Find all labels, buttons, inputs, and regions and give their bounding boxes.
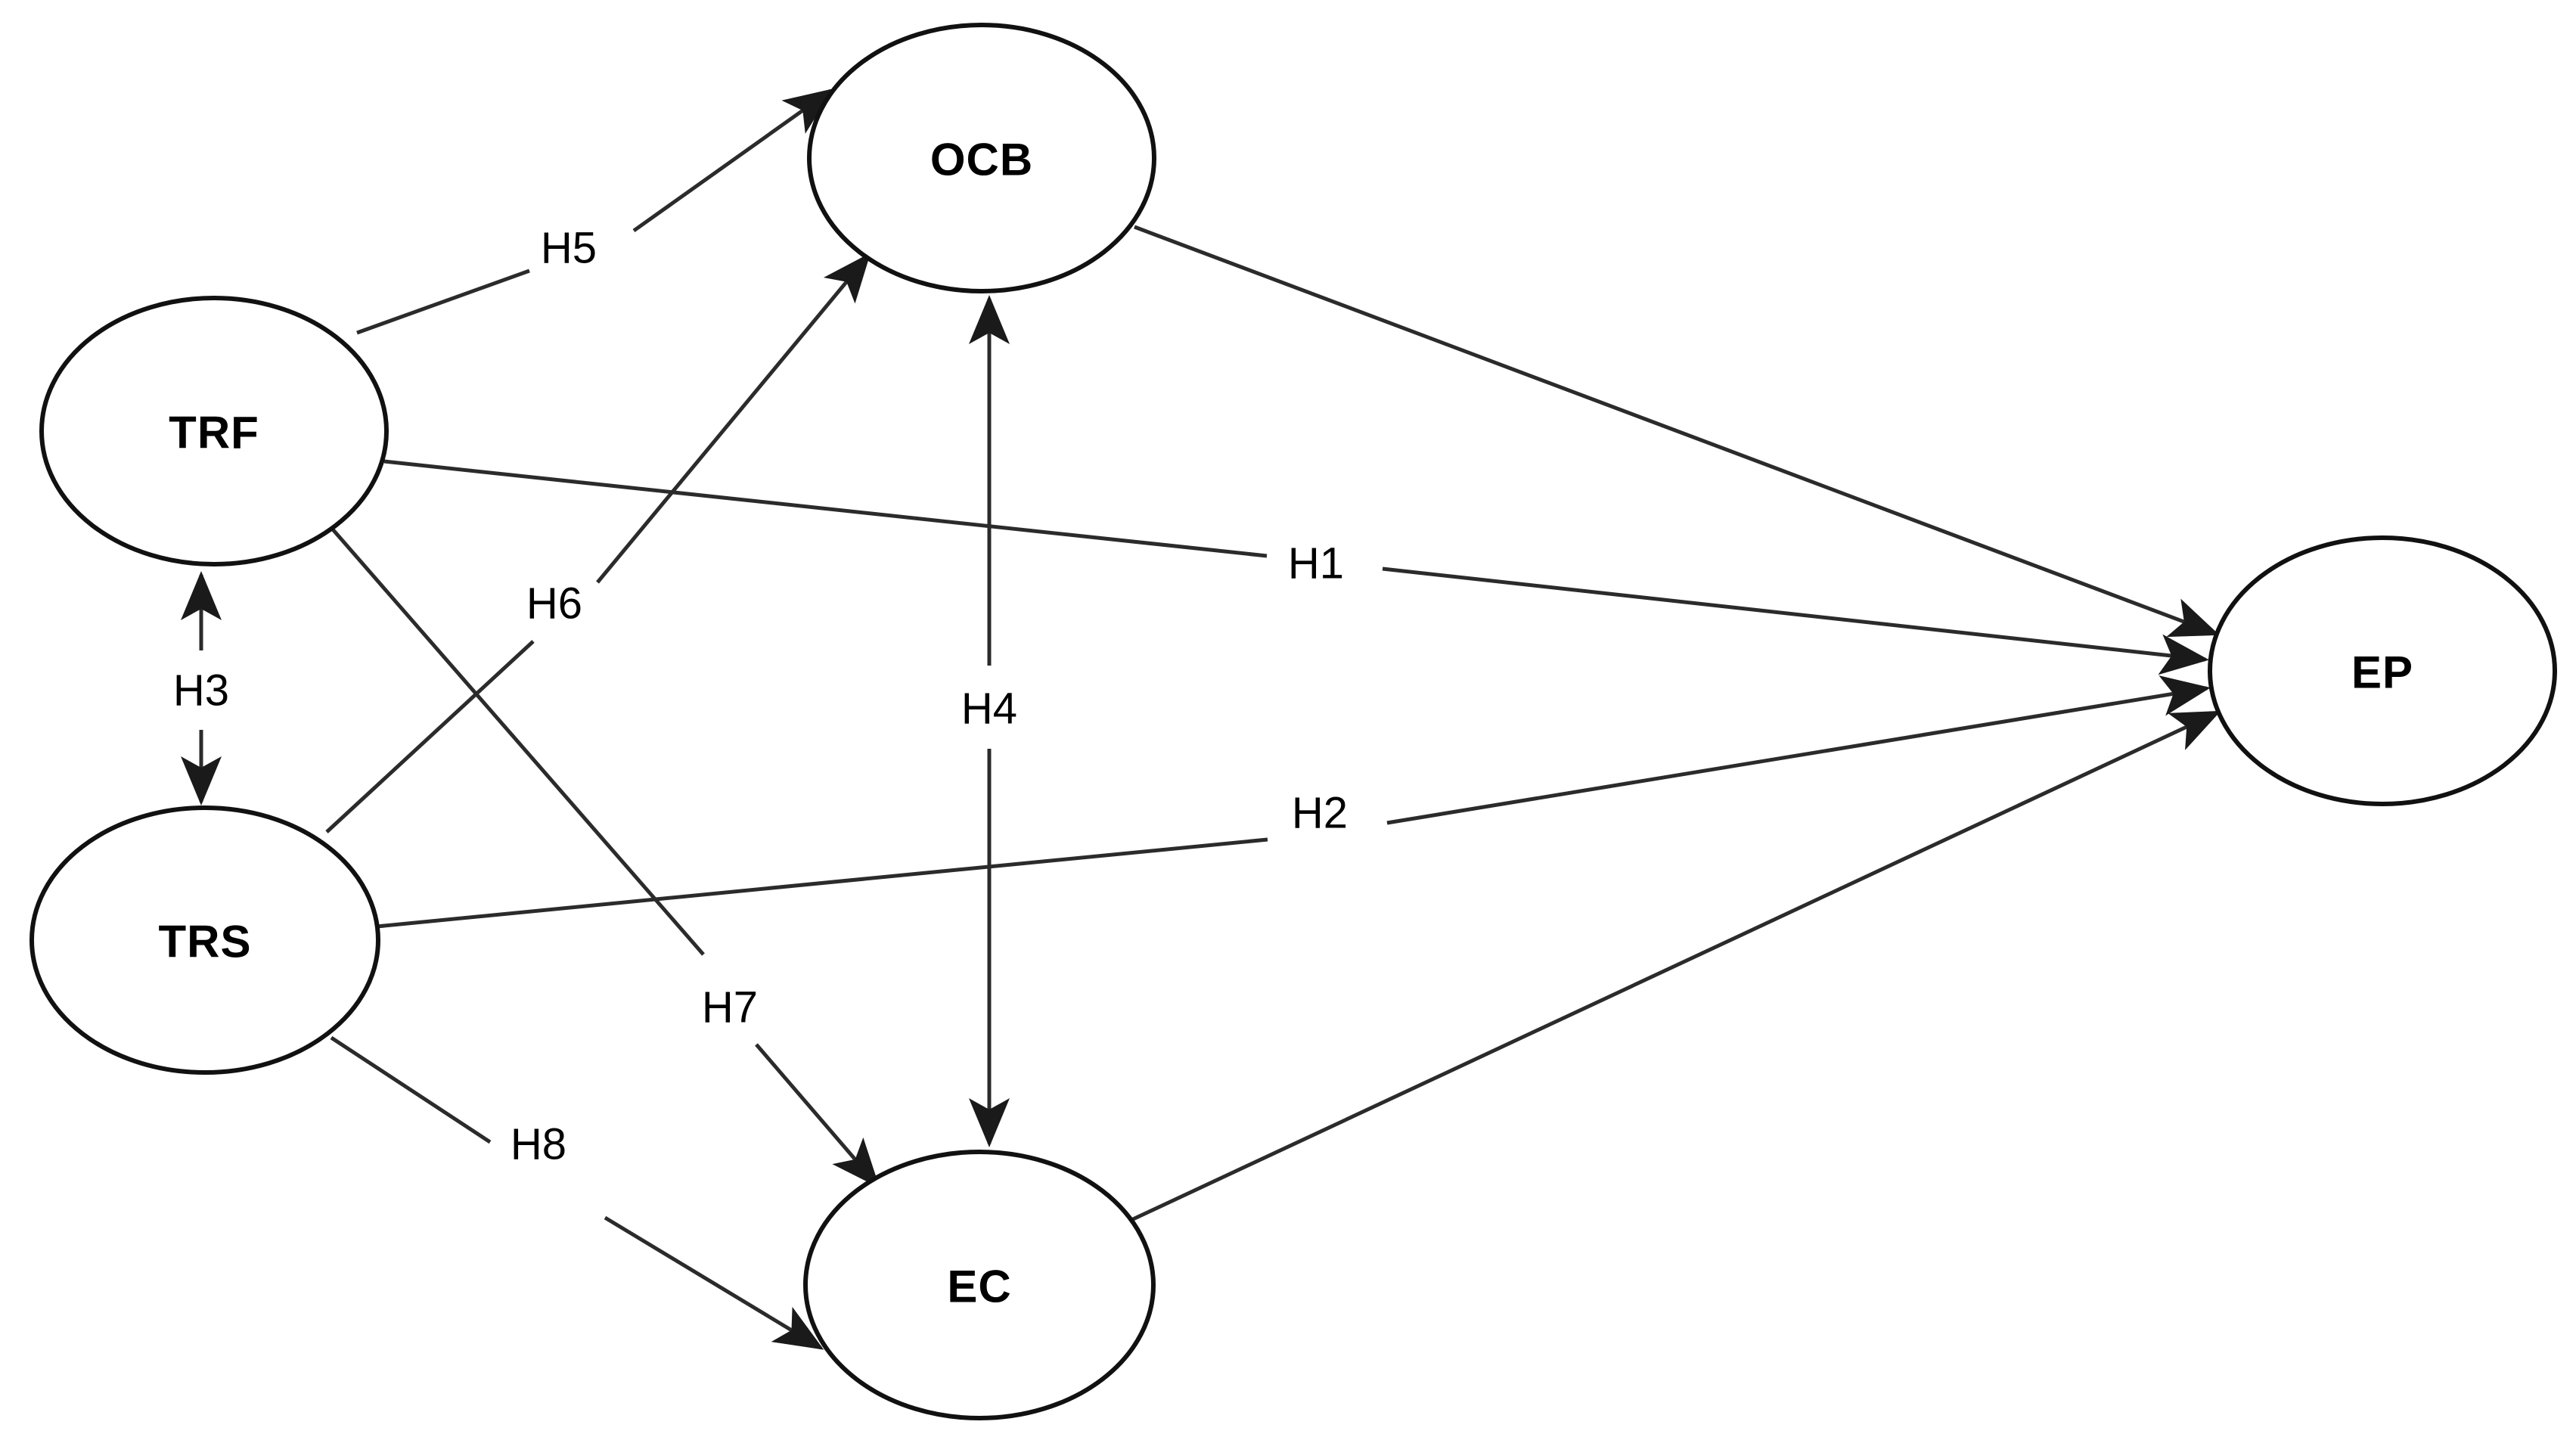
node-ep-label: EP [2351, 647, 2413, 698]
node-trf[interactable]: TRF [39, 296, 389, 566]
edge-h6-segment-b [596, 253, 871, 584]
edge-h7-segment-a [331, 528, 705, 956]
edge-ocb-to-ep [1134, 225, 2220, 638]
edge-h8 [330, 1035, 824, 1350]
node-trs-label: TRS [159, 917, 252, 967]
edges-layer [181, 88, 2221, 1350]
node-ec[interactable]: EC [803, 1150, 1156, 1420]
edge-h5-segment-a [356, 268, 530, 335]
edge-label-h5: H5 [541, 224, 597, 273]
node-ec-ellipse[interactable] [803, 1150, 1156, 1420]
edge-h1-segment-b [1382, 566, 2209, 675]
edge-label-h4: H4 [961, 684, 1017, 734]
edge-labels-layer: H1 H2 H3 H4 H5 H6 H7 H8 [173, 224, 1348, 1169]
edge-h1 [383, 459, 2209, 675]
edge-h8-segment-a [330, 1035, 492, 1144]
node-trs-ellipse[interactable] [29, 805, 380, 1075]
node-ep[interactable]: EP [2208, 535, 2557, 806]
edge-h5 [356, 88, 834, 335]
node-ep-ellipse[interactable] [2208, 535, 2557, 806]
node-trs[interactable]: TRS [29, 805, 380, 1075]
edge-label-h3: H3 [173, 666, 229, 715]
edge-h6 [325, 253, 871, 833]
node-trf-ellipse[interactable] [39, 296, 389, 566]
node-ocb-ellipse[interactable] [807, 23, 1156, 293]
edge-label-h2: H2 [1292, 789, 1348, 838]
edge-h7 [331, 528, 880, 1188]
edge-h2 [376, 675, 2211, 929]
edge-h8-segment-b [604, 1215, 824, 1350]
edge-label-h1: H1 [1288, 539, 1344, 588]
edge-h6-segment-a [325, 640, 535, 833]
edge-h5-segment-b [632, 88, 834, 233]
edge-label-h6: H6 [526, 579, 582, 629]
edge-h2-segment-b [1386, 675, 2211, 825]
edge-label-h8: H8 [511, 1120, 566, 1169]
edge-h7-segment-b [755, 1043, 880, 1188]
edge-ec-to-ep [1131, 710, 2221, 1221]
edge-h2-segment-a [376, 837, 1268, 929]
edge-h1-segment-a [383, 459, 1268, 558]
node-trf-label: TRF [169, 408, 259, 458]
edge-label-h7: H7 [702, 983, 758, 1032]
node-ocb-label: OCB [930, 135, 1033, 185]
nodes-layer: TRF TRS OCB EC EP [29, 23, 2557, 1420]
node-ocb[interactable]: OCB [807, 23, 1156, 293]
node-ec-label: EC [947, 1262, 1011, 1312]
